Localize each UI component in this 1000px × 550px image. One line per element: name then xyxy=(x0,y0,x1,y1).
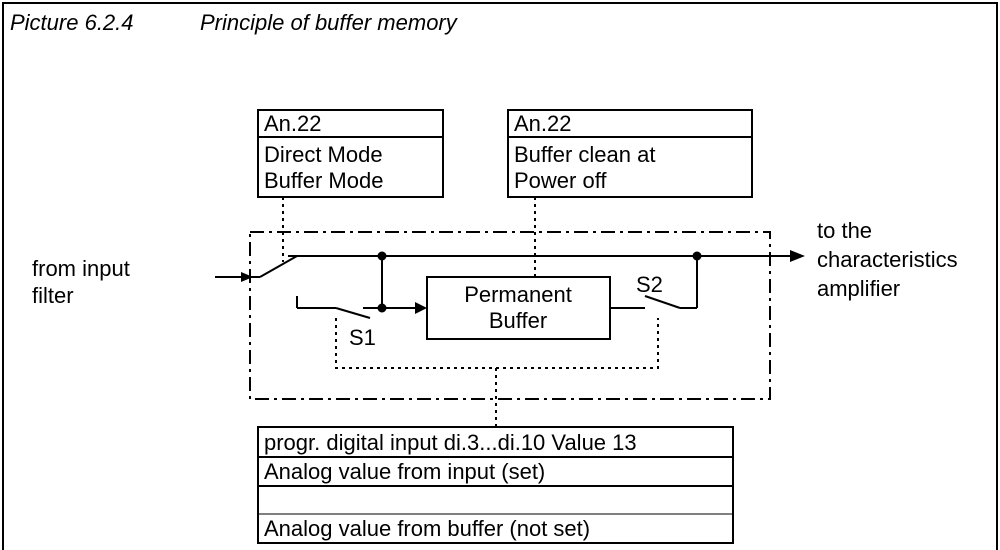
digital-input-box: progr. digital input di.3...di.10 Value … xyxy=(257,426,734,544)
control-lines xyxy=(282,197,659,427)
digital-input-line2: Analog value from buffer (not set) xyxy=(264,516,590,541)
output-arrowhead xyxy=(790,250,805,262)
input-label-line1: from input xyxy=(32,256,130,281)
output-label-line2: characteristics xyxy=(817,247,958,272)
clean-box-line1: Buffer clean at xyxy=(514,142,655,167)
buffer-label-line2: Buffer xyxy=(489,308,547,333)
junction-dot-lower xyxy=(377,303,387,313)
switch-s2-label: S2 xyxy=(636,272,663,297)
caption-number: Picture 6.2.4 xyxy=(10,10,134,35)
mode-parameter-box: An.22 Direct Mode Buffer Mode xyxy=(257,109,444,198)
buffer-label-line1: Permanent xyxy=(464,282,572,307)
digital-input-line1: Analog value from input (set) xyxy=(264,459,545,484)
digital-input-header: progr. digital input di.3...di.10 Value … xyxy=(264,430,637,455)
mode-box-line1: Direct Mode xyxy=(264,142,383,167)
module-boundary xyxy=(249,231,771,400)
switch-s1-label: S1 xyxy=(349,325,376,350)
input-label-line2: filter xyxy=(32,283,74,308)
buffer-path xyxy=(297,256,698,319)
buffer-input-arrowhead xyxy=(415,302,427,314)
mode-selector-switch xyxy=(259,255,697,308)
clean-parameter-box: An.22 Buffer clean at Power off xyxy=(507,109,753,198)
junction-dot-upper xyxy=(377,251,387,261)
output-label-line3: amplifier xyxy=(817,276,900,301)
permanent-buffer-block: Permanent Buffer xyxy=(426,276,611,340)
mode-box-line2: Buffer Mode xyxy=(264,168,383,193)
clean-box-line2: Power off xyxy=(514,168,607,193)
mode-box-header: An.22 xyxy=(264,111,322,136)
caption-title: Principle of buffer memory xyxy=(200,10,459,35)
clean-box-header: An.22 xyxy=(514,111,572,136)
output-label-line1: to the xyxy=(817,218,872,243)
